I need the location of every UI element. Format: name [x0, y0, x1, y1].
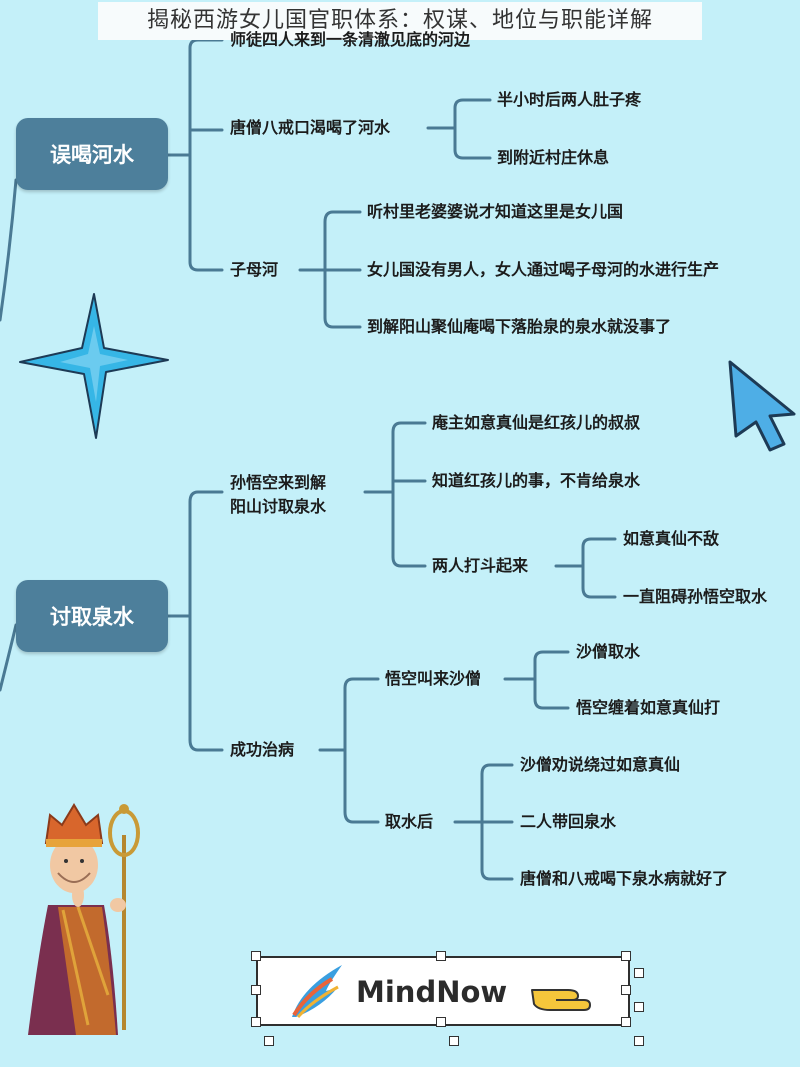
- resize-handle-ml[interactable]: [251, 985, 261, 995]
- leaf-abbess-uncle[interactable]: 庵主如意真仙是红孩儿的叔叔: [432, 413, 641, 432]
- resize-handle-tl[interactable]: [251, 951, 261, 961]
- star-icon: [19, 293, 169, 439]
- node-after-water[interactable]: 取水后: [385, 812, 434, 831]
- resize-handle-outer-b2[interactable]: [449, 1036, 459, 1046]
- node-fight[interactable]: 两人打斗起来: [432, 556, 529, 575]
- node-wukong-line-2: 阳山讨取泉水: [230, 497, 327, 516]
- resize-handle-outer-b3[interactable]: [634, 1036, 644, 1046]
- leaf-keeps-blocking[interactable]: 一直阻碍孙悟空取水: [623, 587, 768, 606]
- node-cure-success[interactable]: 成功治病: [230, 740, 295, 759]
- leaf-granny-says[interactable]: 听村里老婆婆说才知道这里是女儿国: [367, 202, 624, 221]
- node-zimu-river[interactable]: 子母河: [230, 260, 279, 279]
- leaf-wukong-fight[interactable]: 悟空缠着如意真仙打: [576, 698, 721, 717]
- resize-handle-tc[interactable]: [436, 951, 446, 961]
- leaf-no-men[interactable]: 女儿国没有男人，女人通过喝子母河的水进行生产: [367, 260, 720, 279]
- tang-monk-illustration: [28, 803, 140, 1035]
- resize-handle-tr[interactable]: [621, 951, 631, 961]
- leaf-stomachache[interactable]: 半小时后两人肚子疼: [497, 90, 642, 109]
- resize-handle-outer-r2[interactable]: [634, 1002, 644, 1012]
- resize-handle-outer-b1[interactable]: [264, 1036, 274, 1046]
- page-title: 揭秘西游女儿国官职体系：权谋、地位与职能详解: [98, 2, 702, 40]
- leaf-luotai-spring[interactable]: 到解阳山聚仙庵喝下落胎泉的泉水就没事了: [367, 317, 672, 336]
- leaf-shaseng-fetch[interactable]: 沙僧取水: [576, 642, 641, 661]
- pointing-hand-icon: [531, 989, 591, 1011]
- resize-handle-bl[interactable]: [251, 1017, 261, 1027]
- root-node-taoqu-quanshui[interactable]: 讨取泉水: [16, 580, 168, 652]
- node-wukong-seek-water[interactable]: 孙悟空来到解 阳山讨取泉水: [230, 471, 326, 519]
- cursor-arrow-icon: [728, 360, 796, 452]
- node-arrive-river[interactable]: 师徒四人来到一条清澈见底的河边: [230, 30, 471, 49]
- leaf-rest-village[interactable]: 到附近村庄休息: [497, 148, 610, 167]
- node-wukong-line-1: 孙悟空来到解: [230, 473, 327, 492]
- brand-name: MindNow: [356, 975, 508, 1009]
- resize-handle-br[interactable]: [621, 1017, 631, 1027]
- leaf-bypass-ruyi[interactable]: 沙僧劝说绕过如意真仙: [520, 755, 681, 774]
- leaf-ruyi-loses[interactable]: 如意真仙不敌: [623, 529, 720, 548]
- leaf-refuse-water[interactable]: 知道红孩儿的事，不肯给泉水: [432, 471, 641, 490]
- resize-handle-bc[interactable]: [436, 1017, 446, 1027]
- node-drink-river[interactable]: 唐僧八戒口渴喝了河水: [230, 118, 391, 137]
- resize-handle-mr[interactable]: [621, 985, 631, 995]
- leaf-bring-back[interactable]: 二人带回泉水: [520, 812, 617, 831]
- feather-logo-icon: [292, 965, 342, 1018]
- node-call-shaseng[interactable]: 悟空叫来沙僧: [385, 669, 482, 688]
- leaf-cured[interactable]: 唐僧和八戒喝下泉水病就好了: [520, 869, 729, 888]
- root-node-wuhe-heshui[interactable]: 误喝河水: [16, 118, 168, 190]
- resize-handle-outer-r1[interactable]: [634, 968, 644, 978]
